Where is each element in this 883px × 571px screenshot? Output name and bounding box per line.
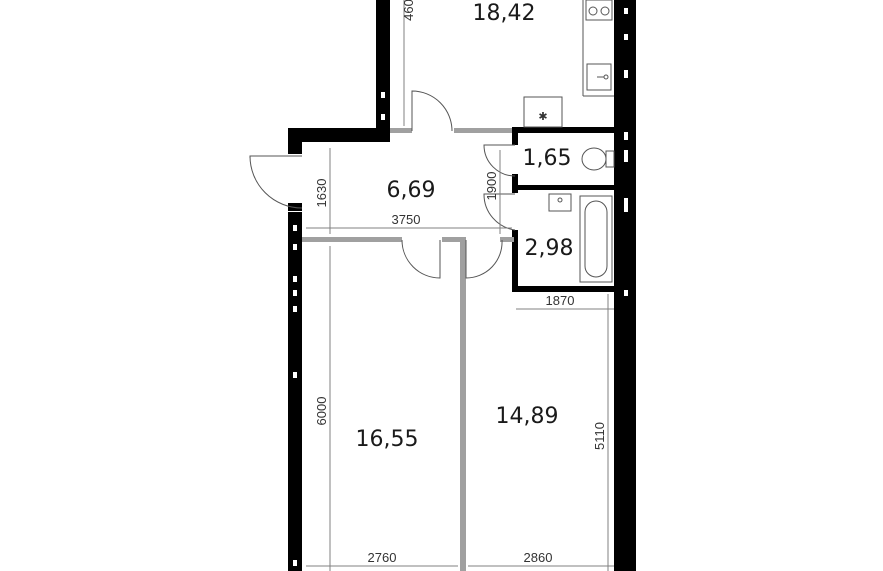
window-right-3	[624, 70, 628, 78]
window-right-7	[624, 290, 628, 296]
partitions	[302, 128, 514, 571]
dim-bedroom-right-height: 5110	[592, 422, 607, 450]
sink-icon	[548, 193, 572, 212]
door-toilet	[483, 144, 516, 177]
window-left-5	[293, 306, 297, 312]
dimension-labels: 460 1630 3750 1900 1870 6000 5110 2760 2…	[314, 0, 607, 565]
bath-fixtures	[548, 147, 615, 283]
dim-hallway-height: 1630	[314, 179, 329, 208]
wall-right	[614, 0, 636, 571]
door-entry	[249, 155, 303, 209]
partition-hall-bedroom-right-2	[500, 237, 514, 242]
partition-bedrooms	[460, 240, 466, 571]
door-bathroom	[483, 193, 516, 231]
room-area-kitchen-living: 18,42	[473, 1, 536, 26]
window-right-2	[624, 34, 628, 40]
room-area-bathroom: 2,98	[525, 236, 574, 261]
washing-machine-icon: ✱	[523, 96, 563, 128]
partition-kitchen-hall-right	[454, 128, 512, 133]
dim-bathroom-width: 1870	[546, 293, 575, 308]
toilet-icon	[581, 147, 615, 171]
window-right-5	[624, 150, 628, 162]
window-left-4	[293, 290, 297, 296]
dim-hallway-width: 3750	[392, 212, 421, 227]
room-area-bedroom-left: 16,55	[356, 427, 419, 452]
door-bedroom-right	[465, 239, 503, 279]
wall-bath-left	[512, 230, 518, 292]
wall-left	[288, 212, 302, 571]
door-bedroom-left	[401, 239, 441, 279]
wall-toilet-left	[512, 127, 518, 145]
window-left-3	[293, 276, 297, 282]
doors	[249, 90, 516, 279]
door-kitchen	[411, 90, 453, 132]
wall-toilet-top	[512, 127, 616, 133]
dim-kitchen-partial-height: 460	[401, 0, 416, 21]
sink-icon	[586, 63, 612, 91]
dim-toilet-corridor-height: 1900	[484, 172, 499, 201]
wall-entry-left-top	[288, 128, 302, 154]
window-kitchen-left	[381, 92, 385, 98]
window-right-1	[624, 8, 628, 14]
window-left-1	[293, 225, 297, 231]
wall-bath-bottom	[512, 286, 616, 292]
dimension-lines	[306, 0, 614, 571]
partition-hall-bedroom-right	[442, 237, 466, 242]
windows	[293, 8, 628, 566]
room-areas: 18,42 6,69 1,65 2,98 16,55 14,89	[356, 1, 574, 452]
wall-bath-left-top	[512, 185, 518, 193]
wet-zone-walls	[512, 127, 616, 292]
exterior-walls	[288, 0, 636, 571]
wall-toilet-bath-divider	[512, 185, 616, 190]
window-kitchen-left-2	[381, 114, 385, 120]
wall-kitchen-left	[376, 0, 390, 130]
partition-kitchen-hall-left	[390, 128, 412, 133]
partition-hall-bedroom-left	[302, 237, 402, 242]
dim-bedroom-left-width: 2760	[368, 550, 397, 565]
room-area-bedroom-right: 14,89	[496, 404, 559, 429]
dim-bedroom-right-width: 2860	[524, 550, 553, 565]
stove-icon	[585, 0, 613, 21]
window-right-4	[624, 132, 628, 140]
room-area-toilet: 1,65	[523, 146, 572, 171]
svg-text:✱: ✱	[538, 110, 547, 123]
window-right-6	[624, 198, 628, 212]
room-area-hallway: 6,69	[387, 178, 436, 203]
wall-kitchen-left-top-segment	[376, 0, 390, 10]
bathtub-icon	[579, 195, 613, 283]
dim-bedroom-left-height: 6000	[314, 397, 329, 426]
kitchen-fixtures: ✱	[523, 0, 614, 128]
window-left-2	[293, 244, 297, 250]
wall-entry-top	[288, 128, 390, 142]
wall-toilet-left-lower	[512, 174, 518, 190]
window-left-6	[293, 372, 297, 378]
wall-hall-left-stub	[288, 203, 302, 211]
window-left-7	[293, 560, 297, 566]
